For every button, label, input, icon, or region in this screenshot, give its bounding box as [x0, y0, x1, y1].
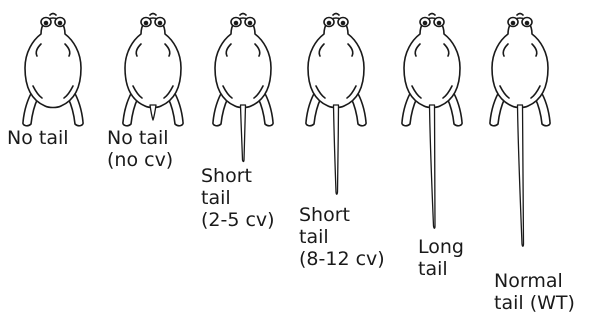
- mouse-no-tail-no-cv: [123, 14, 183, 126]
- mouse-short-tail-2-5-cv: [213, 14, 273, 162]
- label-long-tail: Long tail: [418, 236, 464, 280]
- tail-short: [241, 105, 246, 162]
- label-short-tail-2-5-cv-line-3: (2-5 cv): [201, 209, 275, 231]
- label-short-tail-2-5-cv: Short tail (2-5 cv): [201, 165, 275, 231]
- tail-normal: [518, 105, 524, 246]
- mouse-long-tail: [402, 14, 462, 229]
- tail-medium: [334, 105, 339, 194]
- label-no-tail-no-cv-line-2: (no cv): [107, 149, 173, 171]
- label-no-tail-no-cv-line-1: No tail: [107, 127, 173, 149]
- mouse-short-tail-8-12-cv: [306, 14, 366, 195]
- label-normal-tail-wt: Normal tail (WT): [494, 270, 575, 314]
- tail-long: [430, 105, 436, 228]
- label-short-tail-2-5-cv-line-2: tail: [201, 187, 275, 209]
- tail-stub: [150, 105, 156, 120]
- label-long-tail-line-1: Long: [418, 236, 464, 258]
- label-no-tail-line-1: No tail: [7, 127, 69, 149]
- label-short-tail-2-5-cv-line-1: Short: [201, 165, 275, 187]
- label-short-tail-8-12-cv-line-1: Short: [299, 204, 385, 226]
- label-short-tail-8-12-cv-line-2: tail: [299, 226, 385, 248]
- label-no-tail-no-cv: No tail (no cv): [107, 127, 173, 171]
- mouse-no-tail: [23, 14, 83, 126]
- label-no-tail: No tail: [7, 127, 69, 149]
- label-normal-tail-wt-line-2: tail (WT): [494, 292, 575, 314]
- label-short-tail-8-12-cv: Short tail (8-12 cv): [299, 204, 385, 270]
- label-short-tail-8-12-cv-line-3: (8-12 cv): [299, 248, 385, 270]
- label-normal-tail-wt-line-1: Normal: [494, 270, 575, 292]
- mouse-normal-tail-wt: [490, 14, 550, 247]
- label-long-tail-line-2: tail: [418, 258, 464, 280]
